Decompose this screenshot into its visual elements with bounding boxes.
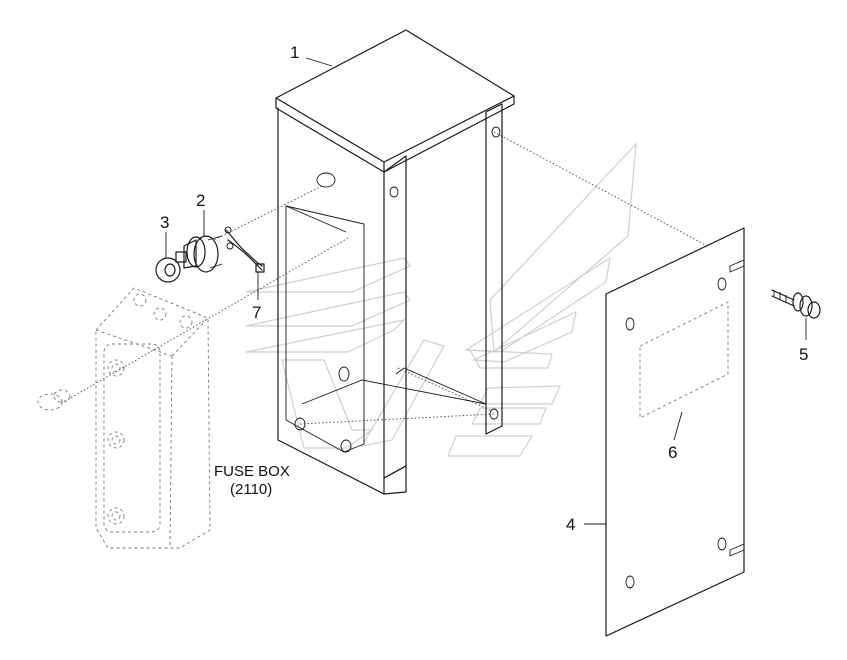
callout-3: 3 <box>160 213 169 232</box>
callout-5: 5 <box>799 345 808 364</box>
callout-7: 7 <box>252 303 261 322</box>
fuse-box <box>37 287 211 549</box>
part-enclosure-cover <box>275 29 515 495</box>
callout-leaders <box>165 57 807 525</box>
part-rear-panel <box>605 227 745 637</box>
callout-2: 2 <box>196 191 205 210</box>
watermark-logo <box>245 142 637 457</box>
part-wire-harness <box>224 226 265 273</box>
callout-1: 1 <box>290 43 299 62</box>
leader-lines <box>59 131 731 425</box>
fuse-box-name: FUSE BOX <box>214 463 290 480</box>
part-nut <box>155 257 181 283</box>
fuse-box-caption: FUSE BOX (2110) <box>214 463 290 498</box>
part-bolt <box>771 289 821 319</box>
callout-4: 4 <box>566 515 575 534</box>
fuse-box-ref: (2110) <box>230 481 272 498</box>
callout-labels: 1 2 3 7 4 5 6 <box>160 43 808 534</box>
callout-6: 6 <box>668 443 677 462</box>
part-switch <box>175 235 223 273</box>
part-label-decal <box>639 301 729 419</box>
